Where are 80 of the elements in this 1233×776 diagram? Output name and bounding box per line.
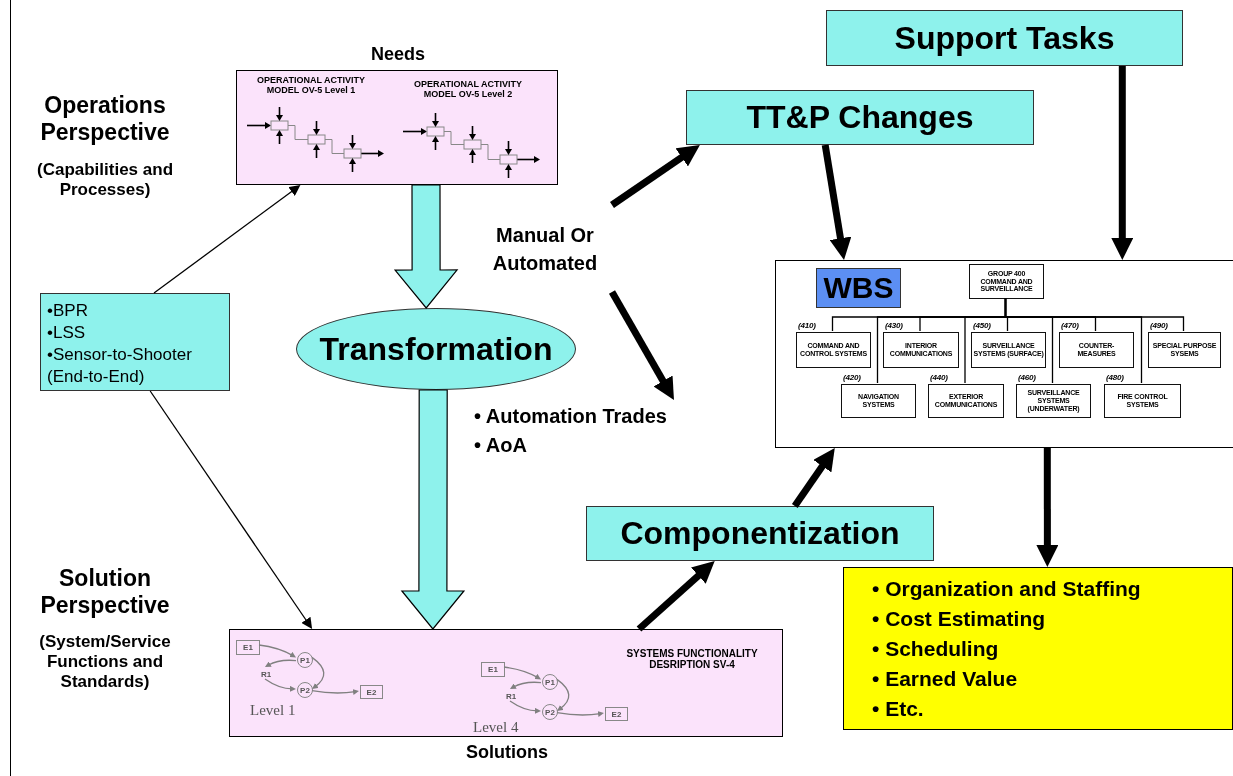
code-label: (470): [1061, 322, 1079, 331]
arrow: [821, 144, 852, 261]
level-label: Level 1: [250, 702, 297, 719]
perspective-label: (System/Service Functions and Standards): [38, 632, 172, 692]
code-label: (440): [930, 374, 948, 383]
code-label: (450): [973, 322, 991, 331]
arrow: [608, 290, 674, 401]
node-label: P1: [545, 677, 555, 687]
arrow: [791, 448, 835, 508]
node-label: WBS: [823, 271, 894, 305]
task-box: [826, 10, 1183, 66]
list-item: • Etc.: [872, 696, 925, 723]
arrow: [503, 666, 542, 680]
entity-box: [360, 685, 383, 699]
heading-text: Solutions: [465, 742, 549, 763]
arrow: [509, 681, 542, 689]
node-label: E1: [243, 643, 253, 652]
list-item: • Scheduling: [872, 636, 1000, 663]
list-item: • Cost Estimating: [872, 606, 1047, 632]
code-label: (410): [798, 322, 816, 331]
list-item: • Automation Trades: [474, 404, 668, 429]
heading-text: Needs: [370, 44, 426, 65]
arrow: [509, 700, 541, 714]
arrow: [556, 678, 570, 712]
perspective-label: Solution Perspective: [39, 565, 171, 619]
arrow: [311, 656, 325, 690]
node-label: P2: [545, 707, 555, 717]
node-label: Support Tasks: [894, 19, 1115, 57]
arrow: [149, 390, 313, 629]
arrow: [610, 144, 700, 208]
node-label: TT&P Changes: [746, 99, 974, 136]
arrow: [311, 688, 359, 695]
node-label: P1: [300, 655, 310, 665]
list-box: [843, 567, 1233, 730]
perspective-label: (Capabilities and Processes): [36, 160, 174, 200]
arrow: [264, 659, 297, 667]
list-item: • Organization and Staffing: [872, 576, 1142, 602]
task-box: [686, 90, 1034, 145]
arrow: [1111, 66, 1134, 260]
note-box: [40, 293, 230, 391]
node-label: R1: [260, 669, 272, 679]
list-item: •Sensor-to-Shooter (End-to-End): [47, 344, 193, 389]
node-label: Transformation: [319, 330, 553, 368]
code-label: (420): [843, 374, 861, 383]
model-title: OPERATIONAL ACTIVITY MODEL OV-5 Level 2: [413, 79, 523, 99]
arrow: [1036, 448, 1059, 567]
model-title: OPERATIONAL ACTIVITY MODEL OV-5 Level 1: [256, 75, 366, 95]
task-box: [586, 506, 934, 561]
level-label: Level 4: [473, 719, 520, 736]
list-item: • Earned Value: [872, 666, 1019, 693]
block-arrow: [400, 389, 466, 630]
arrow: [556, 710, 604, 717]
list-item: • AoA: [474, 433, 528, 458]
entity-box: [605, 707, 628, 721]
node-label: P2: [300, 685, 310, 695]
code-label: (490): [1150, 322, 1168, 331]
arrow: [258, 644, 297, 658]
code-label: (460): [1018, 374, 1036, 383]
arrow: [264, 678, 296, 692]
connector-line: [1004, 297, 1185, 332]
model-title: SYSTEMS FUNCTIONALITY DESRIPTION SV-4: [625, 648, 759, 670]
list-item: •BPR: [47, 300, 89, 322]
perspective-label: Operations Perspective: [39, 92, 171, 146]
node-label: E1: [488, 665, 498, 674]
arrow: [636, 561, 715, 632]
org-box: [969, 264, 1044, 299]
node-label: E2: [611, 709, 622, 719]
node-label: E2: [366, 687, 377, 697]
entity-box: [481, 662, 505, 677]
node-label: Componentization: [620, 515, 900, 552]
list-item: •LSS: [47, 322, 87, 345]
label-box: [816, 268, 901, 308]
entity-box: [236, 640, 260, 655]
block-arrow: [393, 184, 459, 309]
arrow: [153, 185, 301, 294]
node-label: R1: [505, 691, 517, 701]
code-label: (430): [885, 322, 903, 331]
node-label: Manual Or Automated: [491, 222, 599, 276]
chart-panel: [775, 260, 1233, 448]
code-label: (480): [1106, 374, 1124, 383]
